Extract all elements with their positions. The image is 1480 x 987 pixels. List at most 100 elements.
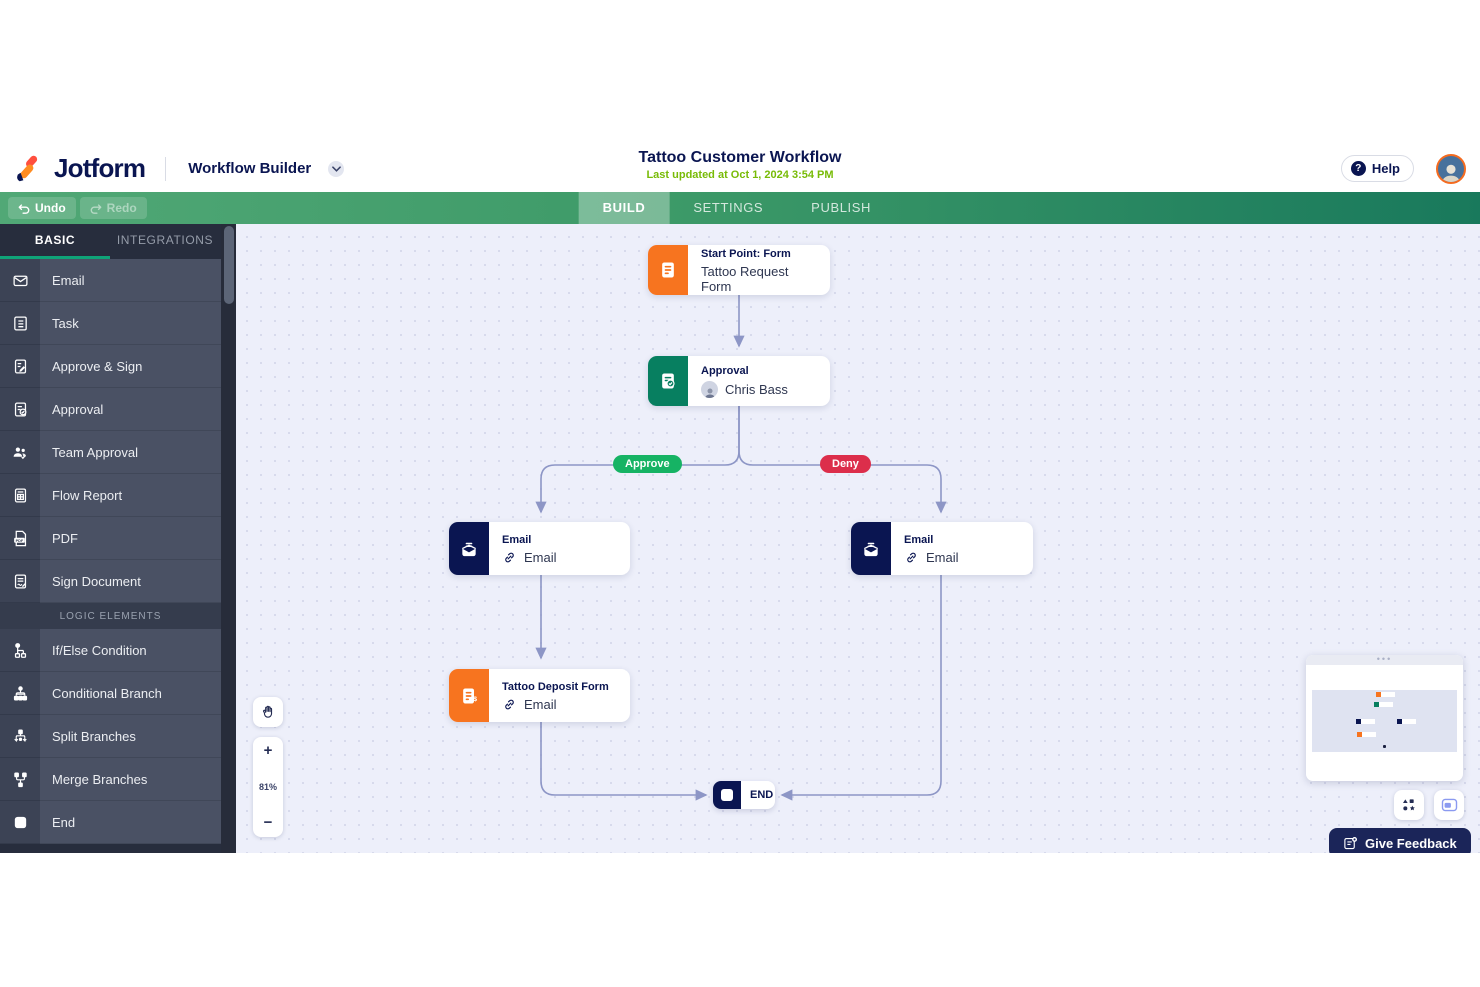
sidebar-tab-integrations[interactable]: INTEGRATIONS (116, 233, 214, 247)
conditional-branch-icon (0, 672, 40, 715)
header-divider (165, 156, 167, 181)
logic-elements-section-label: LOGIC ELEMENTS (0, 603, 221, 629)
workflow-canvas[interactable]: Start Point: Form Tattoo Request Form Ap… (236, 224, 1480, 853)
node-title: Email (502, 533, 532, 546)
assignee-avatar (701, 381, 718, 398)
shapes-icon (1403, 799, 1415, 811)
email-icon (0, 259, 40, 302)
flow-report-icon (0, 474, 40, 517)
node-title: Start Point: Form (701, 247, 791, 260)
minimap-viewport (1312, 690, 1457, 752)
approve-branch-badge[interactable]: Approve (613, 455, 682, 473)
minimap-toggle-icon (1441, 798, 1457, 812)
linked-action: Email (926, 549, 959, 565)
node-end[interactable]: END (713, 781, 775, 809)
tab-build[interactable]: BUILD (578, 192, 670, 224)
sidebar-item-flow-report[interactable]: Flow Report (0, 474, 221, 517)
workflow-builder-app: Jotform Workflow Builder Tattoo Customer… (0, 145, 1480, 853)
approval-icon (0, 388, 40, 431)
sidebar-tab-basic[interactable]: BASIC (34, 233, 76, 247)
node-title: Email (904, 533, 934, 546)
sign-document-icon (0, 560, 40, 603)
node-subtitle: Tattoo Request Form (701, 263, 789, 294)
sidebar-scrollbar-thumb[interactable] (224, 226, 234, 304)
end-icon (713, 781, 741, 809)
undo-button[interactable]: Undo (8, 197, 76, 219)
last-updated-text: Last updated at Oct 1, 2024 3:54 PM (646, 169, 834, 181)
app-header: Jotform Workflow Builder Tattoo Customer… (0, 145, 1480, 192)
zoom-controls: + 81% − (253, 737, 283, 837)
hand-icon (262, 705, 273, 718)
give-feedback-button[interactable]: Give Feedback (1329, 828, 1471, 853)
redo-icon (90, 203, 102, 214)
zoom-out-button[interactable]: − (263, 814, 273, 831)
sidebar-item-conditional-branch[interactable]: Conditional Branch (0, 672, 221, 715)
linked-action: Email (524, 549, 557, 565)
sidebar-item-sign-document[interactable]: Sign Document (0, 560, 221, 603)
form-icon (648, 245, 688, 295)
elements-sidebar: BASIC INTEGRATIONS Email Task Approve & … (0, 224, 236, 853)
sidebar-item-team-approval[interactable]: Team Approval (0, 431, 221, 474)
active-tab-underline (0, 256, 110, 259)
redo-button[interactable]: Redo (79, 197, 147, 219)
minimap-panel[interactable]: ••• (1306, 655, 1463, 781)
product-switcher-button[interactable] (328, 160, 345, 177)
minimap-header: ••• (1306, 655, 1463, 665)
feedback-icon (1344, 836, 1357, 849)
minimap-toggle-button[interactable] (1434, 790, 1464, 820)
pdf-icon: PDF (0, 517, 40, 560)
sidebar-item-task[interactable]: Task (0, 302, 221, 345)
person-icon (1442, 164, 1460, 182)
sidebar-item-if-else[interactable]: If/Else Condition (0, 629, 221, 672)
approve-sign-icon (0, 345, 40, 388)
sidebar-item-email[interactable]: Email (0, 259, 221, 302)
node-approval[interactable]: Approval Chris Bass (648, 356, 830, 406)
team-approval-icon (0, 431, 40, 474)
svg-text:$: $ (473, 696, 477, 703)
end-icon (0, 801, 40, 844)
split-branches-icon (0, 715, 40, 758)
question-mark-icon: ? (1350, 161, 1366, 176)
deny-branch-badge[interactable]: Deny (820, 455, 871, 473)
sidebar-item-approval[interactable]: Approval (0, 388, 221, 431)
zoom-level: 81% (258, 782, 277, 792)
svg-text:PDF: PDF (15, 538, 23, 542)
if-else-icon (0, 629, 40, 672)
assignee-name: Chris Bass (725, 382, 788, 397)
undo-icon (18, 203, 30, 214)
action-toolbar: Undo Redo BUILD SETTINGS PUBLISH (0, 192, 1480, 224)
link-icon (505, 699, 514, 709)
sidebar-item-end[interactable]: End (0, 801, 221, 844)
brand-name[interactable]: Jotform (54, 153, 146, 183)
jotform-logo-icon[interactable] (14, 154, 44, 184)
tab-settings[interactable]: SETTINGS (693, 200, 764, 215)
zoom-in-button[interactable]: + (263, 742, 273, 759)
payment-form-icon: $ (449, 669, 489, 722)
elements-shortcut-button[interactable] (1394, 790, 1424, 820)
minimap-node (1374, 702, 1393, 707)
sidebar-item-pdf[interactable]: PDF PDF (0, 517, 221, 560)
task-icon (0, 302, 40, 345)
sidebar-scrollbar[interactable] (221, 224, 236, 853)
chevron-down-icon (331, 165, 341, 172)
node-email-deny[interactable]: Email Email (851, 522, 1033, 575)
node-tattoo-deposit-form[interactable]: $ Tattoo Deposit Form Email (449, 669, 630, 722)
tab-publish[interactable]: PUBLISH (811, 200, 872, 215)
user-avatar[interactable] (1436, 153, 1466, 184)
person-icon (704, 388, 715, 398)
pan-tool-button[interactable] (253, 697, 283, 727)
product-name[interactable]: Workflow Builder (188, 160, 312, 177)
node-title: Approval (701, 365, 749, 377)
ellipsis-icon: ••• (1376, 655, 1393, 664)
sidebar-item-merge-branches[interactable]: Merge Branches (0, 758, 221, 801)
node-title: Tattoo Deposit Form (502, 680, 609, 693)
node-email-approve[interactable]: Email Email (449, 522, 630, 575)
linked-action: Email (524, 696, 557, 712)
node-start-point[interactable]: Start Point: Form Tattoo Request Form (648, 245, 830, 295)
minimap-node (1356, 719, 1375, 724)
help-button[interactable]: ? Help (1340, 155, 1414, 182)
email-icon (449, 522, 489, 575)
sidebar-item-approve-sign[interactable]: Approve & Sign (0, 345, 221, 388)
link-icon (907, 552, 916, 562)
sidebar-item-split-branches[interactable]: Split Branches (0, 715, 221, 758)
